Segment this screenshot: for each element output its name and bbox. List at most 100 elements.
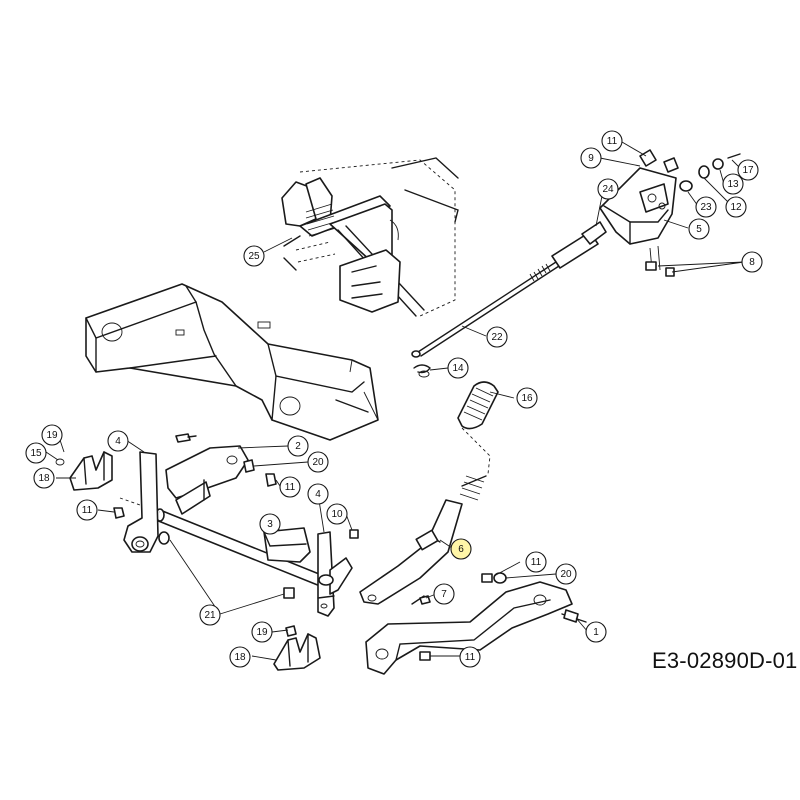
right-lift-arm xyxy=(317,531,353,617)
callout-number: 9 xyxy=(588,153,594,164)
callout-1: 1 xyxy=(585,621,607,643)
callout-5: 5 xyxy=(688,218,710,240)
upper-bracket xyxy=(599,149,741,277)
figure-id-label: E3-02890D-01 xyxy=(652,648,798,673)
callout-18: 18 xyxy=(33,467,55,489)
callout-11: 11 xyxy=(525,551,547,573)
callout-circle xyxy=(287,435,309,457)
callout-number: 20 xyxy=(560,569,572,580)
callout-number: 3 xyxy=(267,519,273,530)
callout-11: 11 xyxy=(76,499,98,521)
callout-number: 11 xyxy=(531,557,542,568)
callout-number: 12 xyxy=(730,202,742,213)
callout-number: 23 xyxy=(700,202,712,213)
callout-circle xyxy=(33,467,55,489)
callout-number: 20 xyxy=(312,457,324,468)
callout-number: 11 xyxy=(82,505,93,516)
callout-number: 13 xyxy=(727,179,739,190)
callout-17: 17 xyxy=(737,159,759,181)
lift-lever xyxy=(359,475,487,605)
callout-circle xyxy=(486,326,508,348)
callout-23: 23 xyxy=(695,196,717,218)
callout-number: 24 xyxy=(602,184,614,195)
lift-arm xyxy=(365,581,587,675)
callout-20: 20 xyxy=(307,451,329,473)
callout-number: 5 xyxy=(696,224,702,235)
hanger-bracket-upper xyxy=(55,451,113,491)
callout-circle xyxy=(737,159,759,181)
callout-circle xyxy=(107,430,129,452)
callout-11: 11 xyxy=(459,646,481,668)
callout-3: 3 xyxy=(259,513,281,535)
callout-circle xyxy=(688,218,710,240)
callout-circle xyxy=(516,387,538,409)
callout-11: 11 xyxy=(601,130,623,152)
center-bracket xyxy=(263,527,311,563)
callout-number: 7 xyxy=(441,589,447,600)
callout-number: 18 xyxy=(234,652,246,663)
callout-18: 18 xyxy=(229,646,251,668)
callout-number: 4 xyxy=(115,436,121,447)
callout-19: 19 xyxy=(41,424,63,446)
callout-number: 10 xyxy=(331,509,343,520)
callout-21: 21 xyxy=(199,604,221,626)
callout-circle xyxy=(525,551,547,573)
callout-25: 25 xyxy=(243,245,265,267)
callout-circle xyxy=(601,130,623,152)
callout-15: 15 xyxy=(25,442,47,464)
callout-number: 14 xyxy=(452,363,464,374)
callout-9: 9 xyxy=(580,147,602,169)
callout-number: 22 xyxy=(491,332,503,343)
callout-12: 12 xyxy=(725,196,747,218)
callout-circle xyxy=(41,424,63,446)
callout-circle xyxy=(243,245,265,267)
callout-number: 11 xyxy=(465,652,476,663)
callout-circle xyxy=(326,503,348,525)
callout-leaders xyxy=(45,141,745,661)
callout-circle xyxy=(450,538,472,560)
callout-13: 13 xyxy=(722,173,744,195)
callout-circle xyxy=(722,173,744,195)
callout-circle xyxy=(229,646,251,668)
handle-grip xyxy=(457,381,499,475)
callout-8: 8 xyxy=(741,251,763,273)
left-lift-arm xyxy=(123,445,249,553)
callout-14: 14 xyxy=(447,357,469,379)
callout-number: 19 xyxy=(46,430,58,441)
callout-circle xyxy=(585,621,607,643)
callout-number: 1 xyxy=(593,627,599,638)
callout-4: 4 xyxy=(107,430,129,452)
callout-number: 8 xyxy=(749,257,755,268)
callout-24: 24 xyxy=(597,178,619,200)
callout-circle xyxy=(741,251,763,273)
main-frame xyxy=(85,283,379,441)
callout-circle xyxy=(447,357,469,379)
seat-spring-assembly xyxy=(281,157,459,317)
callout-number: 21 xyxy=(204,610,216,621)
callout-circle xyxy=(695,196,717,218)
callout-circle xyxy=(199,604,221,626)
callout-circle xyxy=(433,583,455,605)
callout-number: 19 xyxy=(256,627,268,638)
callout-6: 6 xyxy=(450,538,472,560)
callout-number: 6 xyxy=(458,544,464,555)
callout-circle xyxy=(725,196,747,218)
callout-10: 10 xyxy=(326,503,348,525)
callout-22: 22 xyxy=(486,326,508,348)
callout-circle xyxy=(580,147,602,169)
callout-circle xyxy=(307,483,329,505)
callout-circle xyxy=(459,646,481,668)
callout-circle xyxy=(25,442,47,464)
callout-circle xyxy=(259,513,281,535)
callout-19: 19 xyxy=(251,621,273,643)
callout-circle xyxy=(597,178,619,200)
callout-2: 2 xyxy=(287,435,309,457)
callout-4: 4 xyxy=(307,483,329,505)
callout-number: 2 xyxy=(295,441,301,452)
callout-circle xyxy=(76,499,98,521)
callout-11: 11 xyxy=(279,476,301,498)
callout-circle xyxy=(251,621,273,643)
callout-number: 25 xyxy=(248,251,260,262)
